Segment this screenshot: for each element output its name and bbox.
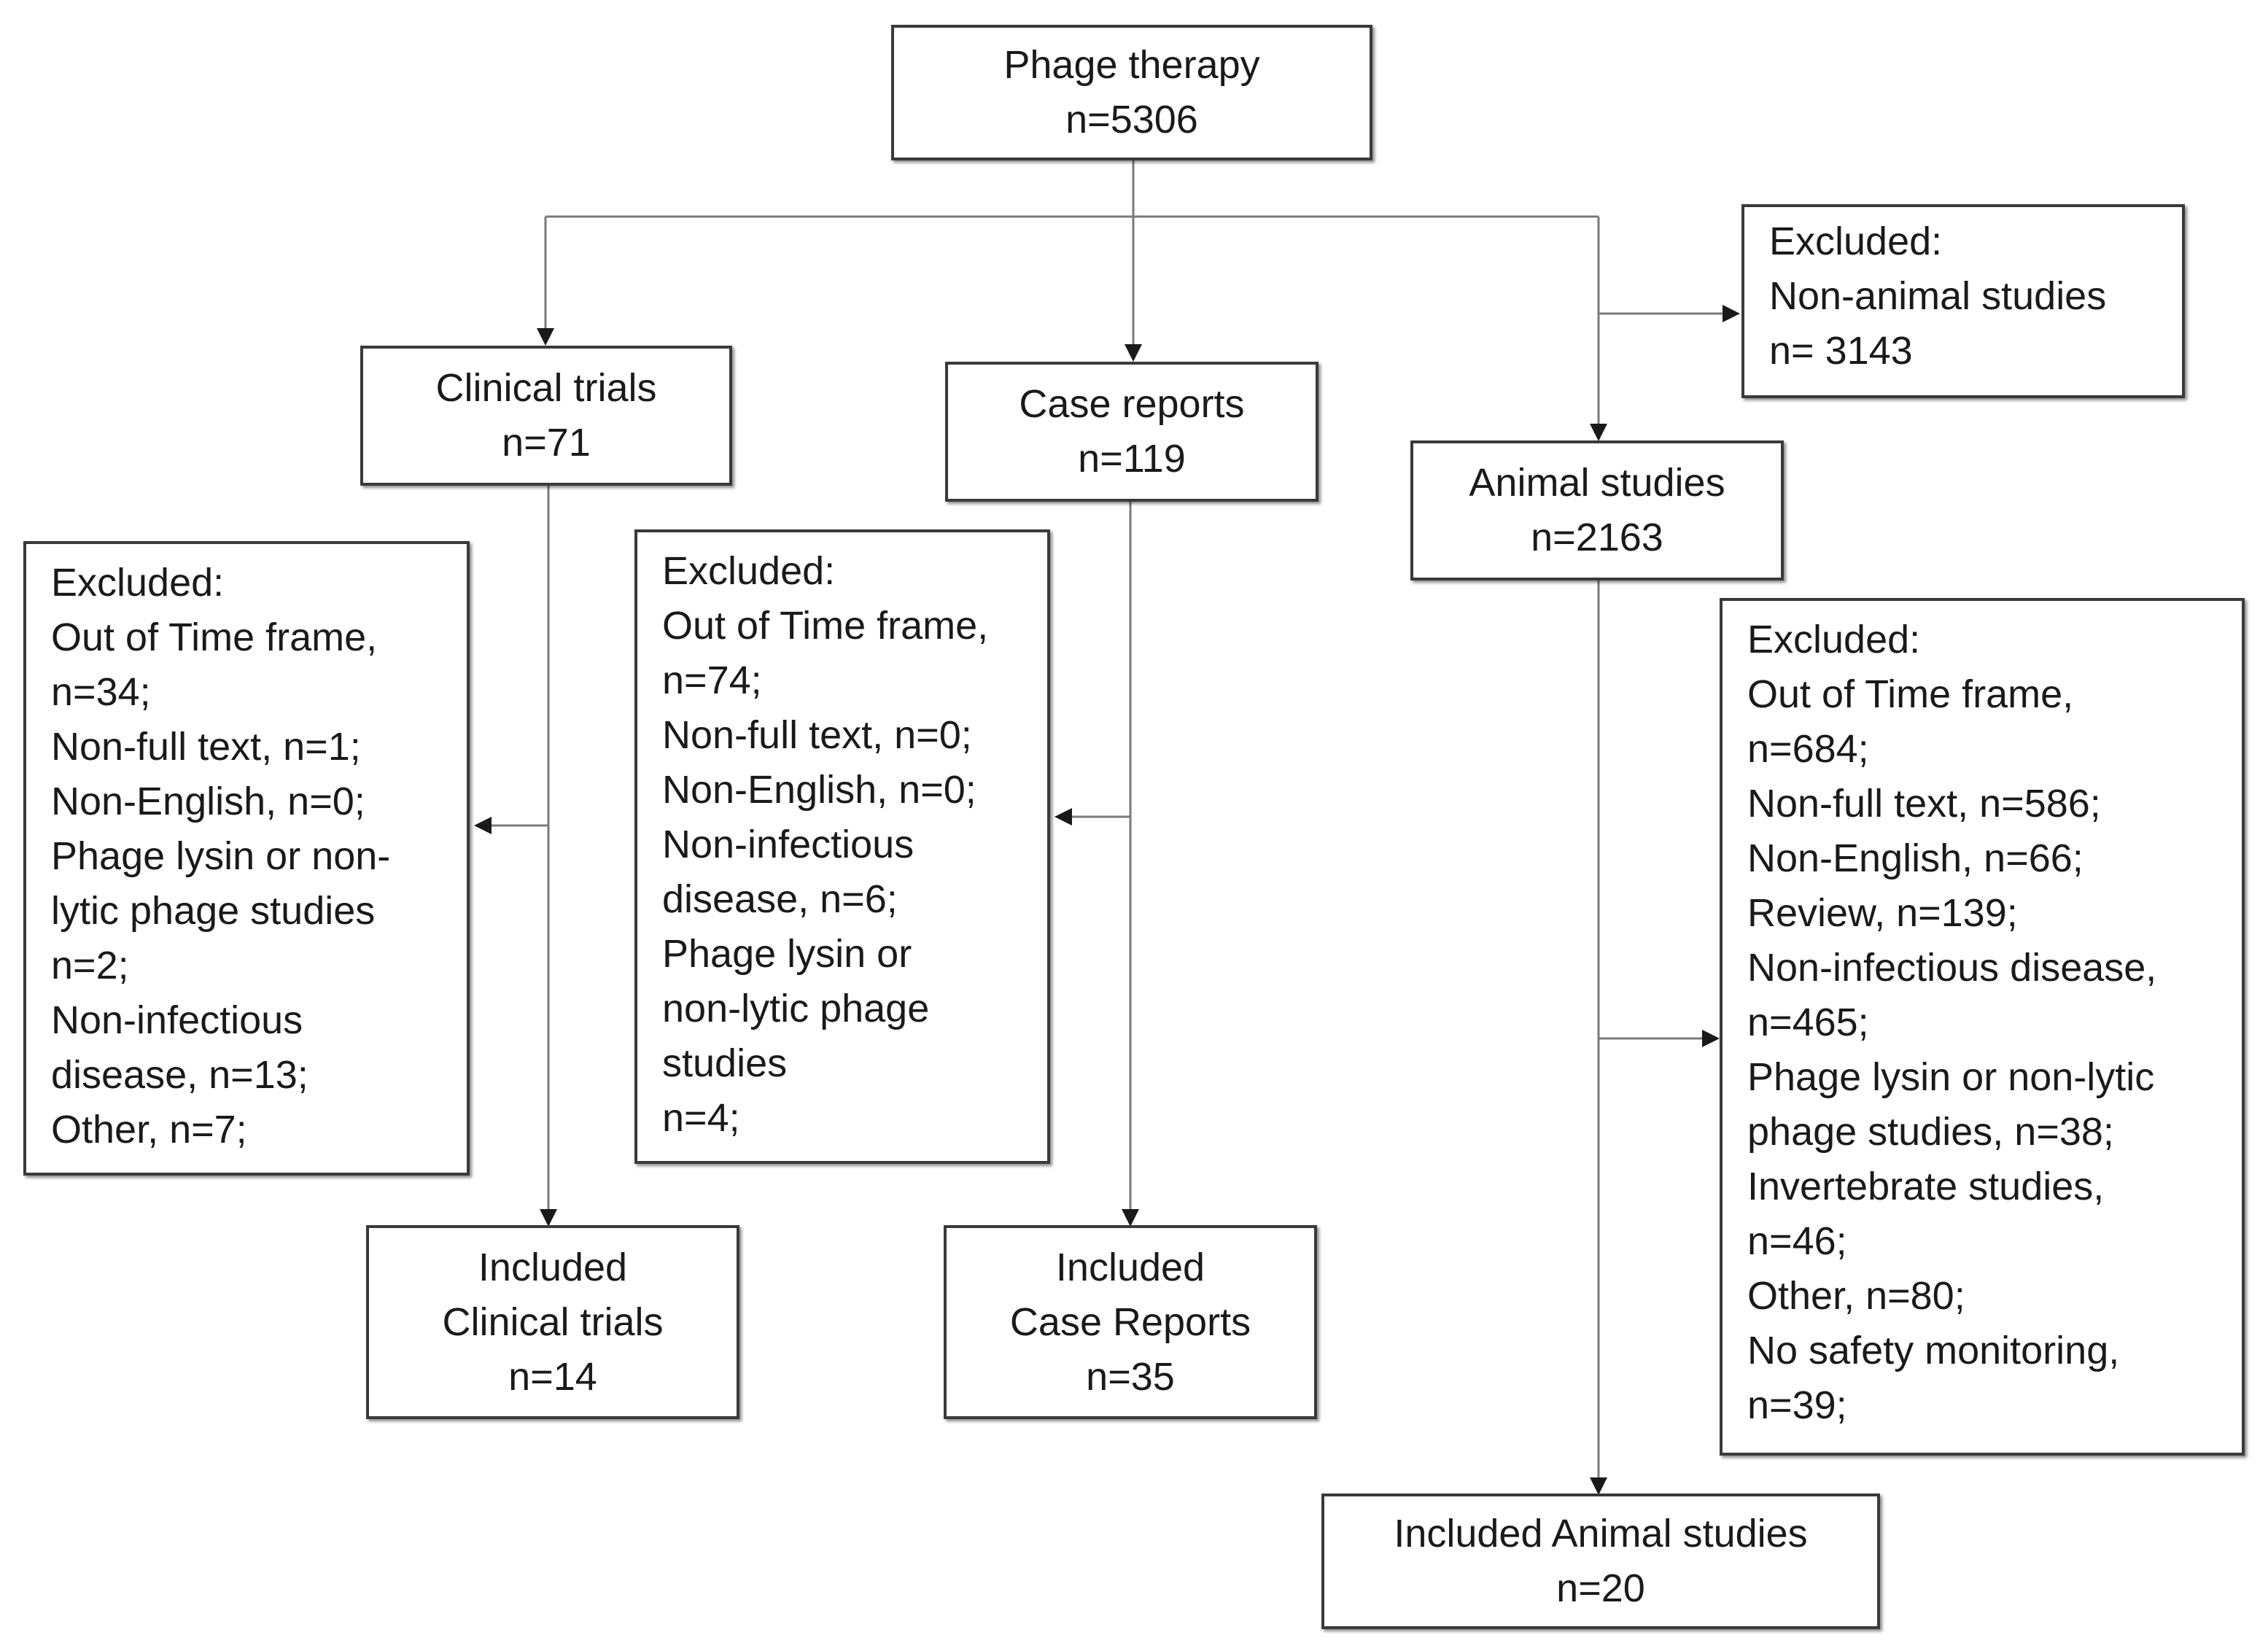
animal-excluded-line: phage studies, n=38; [1747, 1110, 2114, 1154]
included-case-reports-box: Included Case Reports n=35 [944, 1225, 1317, 1419]
animal-excluded-line: n=46; [1747, 1219, 1847, 1263]
animal-studies-count: n=2163 [1531, 516, 1663, 559]
non-animal-excluded-count: n= 3143 [1769, 329, 1913, 373]
animal-excluded-line: Other, n=80; [1747, 1274, 1965, 1318]
clinical-excluded-line: Out of Time frame, [51, 615, 378, 659]
case-excluded-box: Excluded: Out of Time frame, n=74; Non-f… [634, 529, 1050, 1164]
root-title: Phage therapy [1003, 43, 1260, 87]
clinical-excluded-line: Non-full text, n=1; [51, 725, 361, 769]
arrowhead-clinical-included [540, 1209, 557, 1227]
arrowhead-case [1125, 344, 1142, 362]
included-animal-line: Included Animal studies [1394, 1512, 1808, 1555]
animal-excluded-line: n=465; [1747, 1001, 1869, 1044]
animal-excluded-line: n=39; [1747, 1383, 1847, 1427]
clinical-trials-title: Clinical trials [435, 366, 657, 410]
arrowhead-clinical [537, 328, 554, 346]
animal-excluded-line: Excluded: [1747, 618, 1921, 661]
arrowhead-case-included [1122, 1209, 1139, 1227]
case-excluded-line: disease, n=6; [662, 877, 898, 921]
arrowhead-non-animal-excluded [1723, 305, 1740, 322]
case-reports-count: n=119 [1078, 437, 1186, 481]
case-excluded-line: Non-infectious [662, 823, 914, 866]
included-clinical-line: Included [478, 1245, 628, 1289]
clinical-excluded-line: Non-infectious [51, 998, 303, 1042]
non-animal-excluded-heading: Excluded: [1769, 220, 1943, 263]
included-case-line: Included [1055, 1245, 1205, 1289]
animal-excluded-line: Invertebrate studies, [1747, 1165, 2105, 1208]
case-reports-title: Case reports [1019, 382, 1245, 426]
clinical-excluded-line: Non-English, n=0; [51, 780, 365, 823]
included-case-line: Case Reports [1009, 1300, 1251, 1344]
arrowhead-clinical-excluded [474, 817, 492, 834]
root-box: Phage therapy n=5306 [891, 25, 1372, 160]
case-excluded-line: studies [662, 1041, 788, 1085]
case-excluded-line: n=4; [662, 1096, 740, 1140]
root-count: n=5306 [1065, 98, 1198, 141]
case-excluded-line: Out of Time frame, [662, 604, 989, 648]
included-clinical-count: n=14 [508, 1354, 597, 1399]
clinical-trials-count: n=71 [502, 421, 591, 465]
arrowhead-animal-excluded [1702, 1030, 1720, 1047]
animal-excluded-line: Non-English, n=66; [1747, 836, 2083, 880]
non-animal-excluded-reason: Non-animal studies [1769, 274, 2107, 318]
animal-excluded-box: Excluded: Out of Time frame, n=684; Non-… [1720, 598, 2245, 1456]
included-case-count: n=35 [1086, 1354, 1175, 1399]
animal-excluded-line: No safety monitoring, [1747, 1329, 2120, 1372]
arrowhead-animal-included [1590, 1477, 1607, 1495]
case-excluded-line: Non-full text, n=0; [662, 713, 972, 757]
animal-excluded-line: Out of Time frame, [1747, 672, 2074, 716]
clinical-excluded-line: n=34; [51, 670, 151, 714]
clinical-excluded-box: Excluded: Out of Time frame, n=34; Non-f… [23, 541, 470, 1176]
included-animal-count: n=20 [1556, 1566, 1645, 1610]
clinical-excluded-line: Excluded: [51, 561, 225, 605]
case-excluded-line: Phage lysin or [662, 932, 912, 976]
clinical-excluded-line: Phage lysin or non- [51, 834, 391, 878]
animal-excluded-line: Review, n=139; [1747, 891, 2018, 935]
included-clinical-line: Clinical trials [442, 1300, 664, 1344]
case-reports-box: Case reports n=119 [945, 362, 1319, 502]
clinical-excluded-line: lytic phage studies [51, 889, 376, 933]
clinical-trials-box: Clinical trials n=71 [360, 346, 732, 486]
case-excluded-line: Excluded: [662, 549, 836, 593]
animal-excluded-line: n=684; [1747, 727, 1869, 771]
clinical-excluded-line: n=2; [51, 944, 129, 987]
case-excluded-line: non-lytic phage [662, 987, 930, 1030]
animal-excluded-line: Non-infectious disease, [1747, 946, 2157, 990]
non-animal-excluded-box: Excluded: Non-animal studies n= 3143 [1741, 204, 2185, 398]
included-clinical-trials-box: Included Clinical trials n=14 [366, 1225, 739, 1419]
arrowhead-animal [1590, 424, 1607, 441]
animal-studies-box: Animal studies n=2163 [1410, 440, 1784, 580]
clinical-excluded-line: disease, n=13; [51, 1053, 308, 1097]
animal-excluded-line: Non-full text, n=586; [1747, 782, 2101, 826]
animal-excluded-line: Phage lysin or non-lytic [1747, 1055, 2155, 1099]
included-animal-studies-box: Included Animal studies n=20 [1321, 1494, 1880, 1629]
clinical-excluded-line: Other, n=7; [51, 1108, 247, 1151]
case-excluded-line: Non-English, n=0; [662, 768, 976, 812]
animal-studies-title: Animal studies [1469, 461, 1725, 505]
arrowhead-case-excluded [1055, 808, 1072, 826]
case-excluded-line: n=74; [662, 659, 762, 702]
